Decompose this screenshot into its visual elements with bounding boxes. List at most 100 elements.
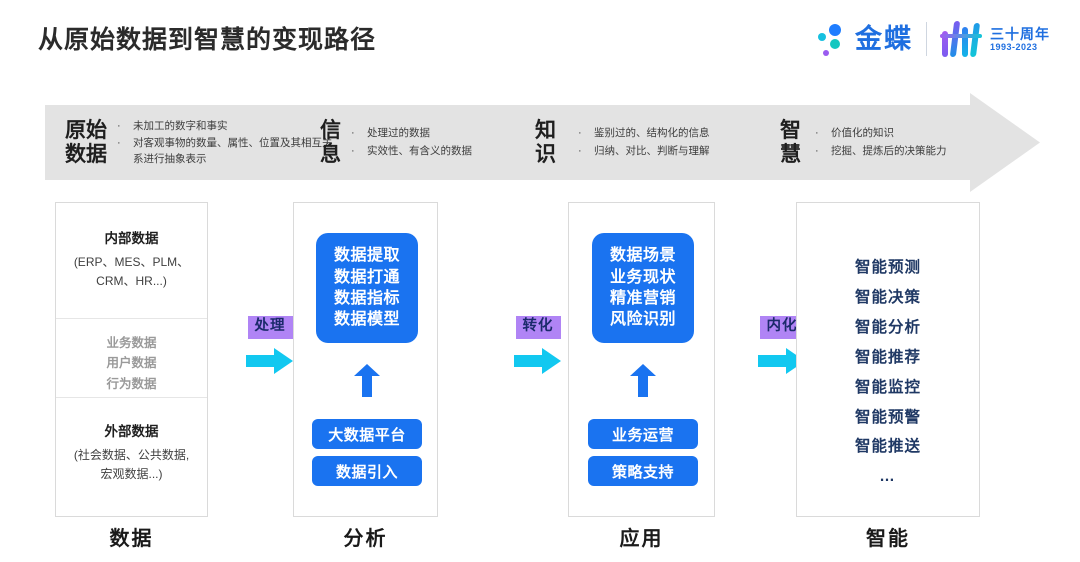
dikw-point-text: 挖掘、提炼后的决策能力: [831, 144, 947, 157]
intelligence-item: 智能预测: [854, 259, 921, 276]
external-data-sub: (社会数据、公共数据, 宏观数据...): [73, 448, 190, 481]
stage-card-data: 内部数据 (ERP、MES、PLM、 CRM、HR...) 业务数据 用户数据 …: [55, 202, 208, 517]
apply-operations-pill[interactable]: 业务运营: [588, 419, 698, 449]
dikw-point-text: 实效性、有含义的数据: [367, 144, 472, 157]
stage-card-apply: 数据场景 业务现状 精准营销 风险识别 业务运营 策略支持: [568, 202, 715, 517]
logo-divider: [926, 22, 927, 56]
connector-label: 处理: [247, 316, 293, 339]
stage-label-data: 数据: [109, 528, 154, 550]
data-types-block: 业务数据 用户数据 行为数据: [56, 318, 207, 398]
connector-label: 内化: [759, 316, 805, 339]
data-type-item: 行为数据: [106, 376, 157, 391]
dikw-item-raw-data: 原始 数据 · 未加工的数字和事实 · 对客观事物的数量、属性、位置及其相互关系…: [45, 105, 333, 180]
dikw-term: 智 慧: [780, 118, 801, 166]
bullet-icon: ·: [351, 144, 355, 157]
connector-transformation: 转化: [503, 316, 573, 376]
external-data-block: 外部数据 (社会数据、公共数据, 宏观数据...): [56, 398, 207, 516]
stage-label-intelligence: 智能: [866, 528, 910, 550]
intelligence-item: 智能推荐: [854, 348, 921, 366]
external-data-title: 外部数据: [104, 424, 159, 439]
data-type-item: 用户数据: [106, 356, 157, 371]
right-arrow-icon: [235, 346, 305, 376]
bullet-icon: ·: [578, 144, 582, 157]
internal-data-block: 内部数据 (ERP、MES、PLM、 CRM、HR...): [56, 203, 207, 318]
bullet-icon: ·: [578, 127, 582, 140]
dikw-banner: 原始 数据 · 未加工的数字和事实 · 对客观事物的数量、属性、位置及其相互关系…: [45, 93, 1040, 192]
flow-row: 内部数据 (ERP、MES、PLM、 CRM、HR...) 业务数据 用户数据 …: [45, 202, 1040, 517]
dikw-point-text: 对客观事物的数量、属性、位置及其相互关系进行抽象表示: [133, 136, 333, 166]
intelligence-list: 智能预测 智能决策 智能分析 智能推荐 智能监控 智能预警 智能推送 …: [797, 203, 979, 492]
intelligence-item: 智能决策: [854, 288, 921, 306]
internal-data-title: 内部数据: [104, 231, 159, 246]
stage-label-analyze: 分析: [343, 528, 388, 550]
dikw-point-text: 价值化的知识: [831, 127, 894, 140]
anniversary-years: 1993-2023: [990, 41, 1038, 52]
stage-label-apply: 应用: [619, 528, 664, 550]
up-arrow-icon: [353, 363, 381, 398]
banner-columns: 原始 数据 · 未加工的数字和事实 · 对客观事物的数量、属性、位置及其相互关系…: [45, 105, 970, 180]
dikw-point-text: 未加工的数字和事实: [133, 119, 228, 132]
apply-scenario-line: 数据场景: [609, 247, 676, 265]
dikw-point: · 归纳、对比、判断与理解: [578, 143, 710, 160]
dikw-point-text: 鉴别过的、结构化的信息: [594, 127, 710, 140]
anniversary-mark-icon: [940, 21, 982, 57]
kingdee-dots-icon: [815, 22, 851, 56]
stage-labels: 数据 分析 应用 智能: [45, 522, 1040, 558]
analyze-capability-line: 数据提取: [333, 247, 400, 265]
dikw-item-knowledge: 知 识 · 鉴别过的、结构化的信息 · 归纳、对比、判断与理解: [535, 105, 780, 180]
dikw-point: · 未加工的数字和事实: [117, 118, 333, 135]
connector-label: 转化: [515, 316, 561, 339]
right-arrow-icon: [747, 346, 817, 376]
apply-scenario-line: 精准营销: [609, 290, 676, 307]
dikw-points: · 鉴别过的、结构化的信息 · 归纳、对比、判断与理解: [578, 125, 710, 159]
analyze-capability-box: 数据提取 数据打通 数据指标 数据模型: [316, 233, 418, 343]
dikw-point-text: 归纳、对比、判断与理解: [594, 144, 710, 157]
banner-arrow-shape: [45, 93, 1040, 192]
dikw-points: · 处理过的数据 · 实效性、有含义的数据: [351, 125, 472, 159]
dikw-term: 原始 数据: [65, 118, 107, 166]
bullet-icon: ·: [117, 136, 121, 149]
dikw-points: · 价值化的知识 · 挖掘、提炼后的决策能力: [815, 125, 947, 159]
intelligence-item: 智能预警: [854, 408, 921, 426]
dikw-point: · 价值化的知识: [815, 125, 947, 142]
stage-card-analyze: 数据提取 数据打通 数据指标 数据模型 大数据平台 数据引入: [293, 202, 438, 517]
dikw-term: 知 识: [535, 118, 556, 166]
anniversary-label: 三十周年: [990, 25, 1050, 42]
page-title: 从原始数据到智慧的变现路径: [38, 26, 377, 54]
analyze-platform-pill[interactable]: 大数据平台: [312, 419, 422, 449]
intelligence-item-ellipsis: …: [879, 468, 897, 486]
data-type-item: 业务数据: [106, 336, 157, 350]
apply-strategy-pill[interactable]: 策略支持: [588, 456, 698, 486]
intelligence-item: 智能推送: [854, 438, 921, 456]
dikw-point: · 鉴别过的、结构化的信息: [578, 125, 710, 142]
dikw-point: · 挖掘、提炼后的决策能力: [815, 143, 947, 160]
right-arrow-icon: [503, 346, 573, 376]
apply-scenario-box: 数据场景 业务现状 精准营销 风险识别: [592, 233, 694, 343]
connector-internalization: 内化: [747, 316, 817, 376]
apply-scenario-line: 业务现状: [609, 268, 676, 286]
bullet-icon: ·: [815, 144, 819, 157]
analyze-ingest-pill[interactable]: 数据引入: [312, 456, 422, 486]
dikw-term: 信 息: [320, 118, 341, 166]
dikw-points: · 未加工的数字和事实 · 对客观事物的数量、属性、位置及其相互关系进行抽象表示: [117, 118, 333, 168]
brand-name: 金蝶: [855, 23, 913, 54]
intelligence-item: 智能分析: [854, 318, 921, 336]
apply-scenario-line: 风险识别: [609, 311, 676, 329]
bullet-icon: ·: [117, 119, 121, 132]
up-arrow-icon: [629, 363, 657, 398]
stage-card-intelligence: 智能预测 智能决策 智能分析 智能推荐 智能监控 智能预警 智能推送 …: [796, 202, 980, 517]
connector-processing: 处理: [235, 316, 305, 376]
brand-logo: 金蝶 三十周年 1993-2023: [815, 18, 1050, 60]
bullet-icon: ·: [351, 127, 355, 140]
dikw-point: · 处理过的数据: [351, 125, 472, 142]
dikw-point: · 实效性、有含义的数据: [351, 143, 472, 160]
analyze-capability-line: 数据模型: [333, 311, 400, 329]
bullet-icon: ·: [815, 127, 819, 140]
internal-data-sub: (ERP、MES、PLM、 CRM、HR...): [73, 255, 190, 288]
intelligence-item: 智能监控: [854, 378, 921, 396]
dikw-point: · 对客观事物的数量、属性、位置及其相互关系进行抽象表示: [117, 135, 333, 168]
analyze-capability-line: 数据指标: [333, 290, 400, 307]
dikw-item-information: 信 息 · 处理过的数据 · 实效性、有含义的数据: [320, 105, 535, 180]
analyze-capability-line: 数据打通: [333, 268, 400, 286]
dikw-point-text: 处理过的数据: [367, 127, 430, 140]
